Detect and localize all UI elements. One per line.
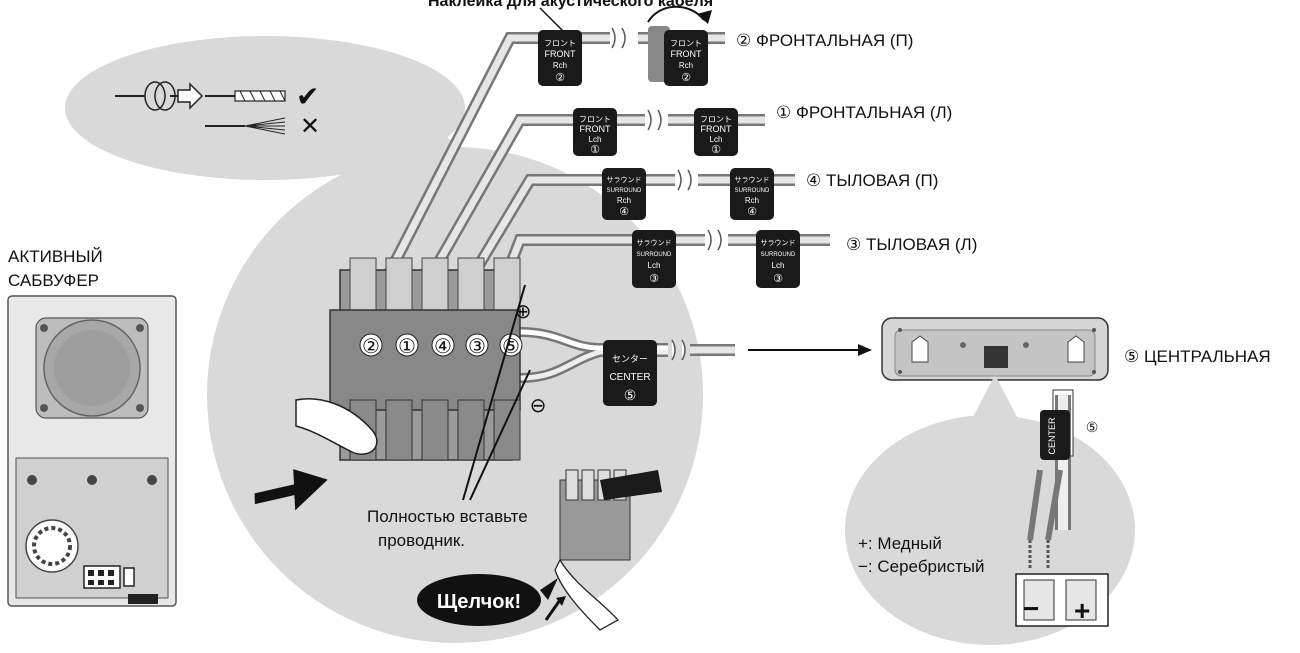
cable-center <box>519 327 735 383</box>
label-center: ⑤ ЦЕНТРАЛЬНАЯ <box>1124 347 1271 366</box>
pull-direction-arrow-icon <box>254 469 328 511</box>
svg-text:③: ③ <box>649 273 659 285</box>
svg-text:Rch: Rch <box>745 196 759 205</box>
tag-surround-l-2: サラウンド SURROUND Lch ③ <box>756 230 800 288</box>
center-speaker <box>881 317 1109 381</box>
label-surround-r: ④ ТЫЛОВАЯ (П) <box>806 171 938 190</box>
center-detail-pointer <box>966 375 1024 430</box>
instruction-line2: проводник. <box>378 531 465 550</box>
terminal-number: ③ <box>468 336 486 358</box>
diagram-title: Наклейка для акустического кабеля <box>428 0 713 10</box>
tag-surround-r-2: サラウンド SURROUND Rch ④ <box>730 168 774 220</box>
terminal-number: ④ <box>434 336 452 358</box>
tag-front-l-2: フロント FRONT Lch ① <box>694 108 738 156</box>
terminal-number: ② <box>362 336 380 358</box>
svg-text:サラウンド: サラウンド <box>637 239 672 247</box>
svg-text:①: ① <box>711 144 721 156</box>
twist-hint-bubble <box>65 36 465 180</box>
legend-silver: −: Серебристый <box>858 557 985 576</box>
subwoofer-label-line1: АКТИВНЫЙ <box>8 247 103 266</box>
svg-text:サラウンド: サラウンド <box>761 239 796 247</box>
svg-text:サラウンド: サラウンド <box>607 176 642 184</box>
svg-text:サラウンド: サラウンド <box>735 176 770 184</box>
tag-surround-l-1: サラウンド SURROUND Lch ③ <box>632 230 676 288</box>
frayed-wire-icon <box>205 117 286 135</box>
svg-text:④: ④ <box>619 206 629 218</box>
tag-center: センター CENTER ⑤ <box>603 340 657 406</box>
svg-text:フロント: フロント <box>544 39 576 48</box>
svg-text:FRONT: FRONT <box>701 124 732 134</box>
instruction-line1: Полностью вставьте <box>367 507 528 526</box>
svg-text:CENTER: CENTER <box>609 372 650 383</box>
click-bubble-tail <box>540 578 558 600</box>
insert-pointer-line <box>462 284 526 501</box>
minus-sign: ⊖ <box>530 395 547 417</box>
svg-text:SURROUND: SURROUND <box>637 252 672 258</box>
terminal-numbers: ② ① ④ ③ ⑤ <box>359 333 523 358</box>
svg-text:FRONT: FRONT <box>580 124 611 134</box>
svg-text:Lch: Lch <box>648 261 661 270</box>
svg-text:センター: センター <box>612 354 648 364</box>
label-front-l: ① ФРОНТАЛЬНАЯ (Л) <box>776 103 952 122</box>
terminal-minus-sign: − <box>1023 593 1039 624</box>
svg-text:③: ③ <box>773 273 783 285</box>
svg-text:SURROUND: SURROUND <box>607 188 642 194</box>
svg-text:②: ② <box>555 72 565 84</box>
click-bubble <box>417 574 541 626</box>
svg-text:⑤: ⑤ <box>1086 419 1099 435</box>
click-text: Щелчок! <box>437 591 521 613</box>
svg-text:Rch: Rch <box>553 61 567 70</box>
svg-text:Lch: Lch <box>589 135 602 144</box>
fold-arrowhead-icon <box>697 10 712 24</box>
svg-text:Rch: Rch <box>679 61 693 70</box>
svg-text:Lch: Lch <box>710 135 723 144</box>
cable-break-marks <box>611 27 722 361</box>
terminal-number: ① <box>398 336 416 358</box>
inset-terminal-click <box>544 469 662 631</box>
twisted-wire-icon <box>205 90 286 102</box>
svg-text:CENTER: CENTER <box>1047 417 1057 455</box>
tag-front-r-2: フロント FRONT Rch ② <box>648 26 708 86</box>
arrow-right-icon <box>177 82 204 110</box>
active-subwoofer <box>7 295 177 607</box>
svg-text:フロント: フロント <box>670 39 702 48</box>
svg-text:Lch: Lch <box>772 261 785 270</box>
svg-text:フロント: フロント <box>579 115 611 124</box>
svg-text:①: ① <box>590 144 600 156</box>
svg-text:④: ④ <box>747 206 757 218</box>
svg-text:フロント: フロント <box>700 115 732 124</box>
tag-surround-r-1: サラウンド SURROUND Rch ④ <box>602 168 646 220</box>
tag-front-l-1: フロント FRONT Lch ① <box>573 108 617 156</box>
svg-text:FRONT: FRONT <box>671 49 702 59</box>
label-front-r: ② ФРОНТАЛЬНАЯ (П) <box>736 31 913 50</box>
arrow-to-center-head <box>858 344 872 356</box>
tag-front-r-1: フロント FRONT Rch ② <box>538 30 582 86</box>
center-terminal-detail <box>1015 573 1109 627</box>
check-mark-icon: ✔ <box>296 81 319 112</box>
center-cable-tag: CENTER ⑤ <box>1040 410 1098 460</box>
svg-text:SURROUND: SURROUND <box>761 252 796 258</box>
svg-text:⑤: ⑤ <box>624 387 637 403</box>
label-surround-l: ③ ТЫЛОВАЯ (Л) <box>846 235 977 254</box>
cross-mark-icon: ✕ <box>300 113 320 140</box>
svg-text:SURROUND: SURROUND <box>735 188 770 194</box>
terminal-plus-sign: + <box>1074 595 1090 626</box>
insert-pointer-line <box>469 369 531 501</box>
svg-text:Rch: Rch <box>617 196 631 205</box>
svg-text:②: ② <box>681 72 691 84</box>
subwoofer-label-line2: САБВУФЕР <box>8 271 99 290</box>
legend-copper: +: Медный <box>858 534 942 553</box>
svg-text:FRONT: FRONT <box>545 49 576 59</box>
hand-icon <box>295 398 378 455</box>
